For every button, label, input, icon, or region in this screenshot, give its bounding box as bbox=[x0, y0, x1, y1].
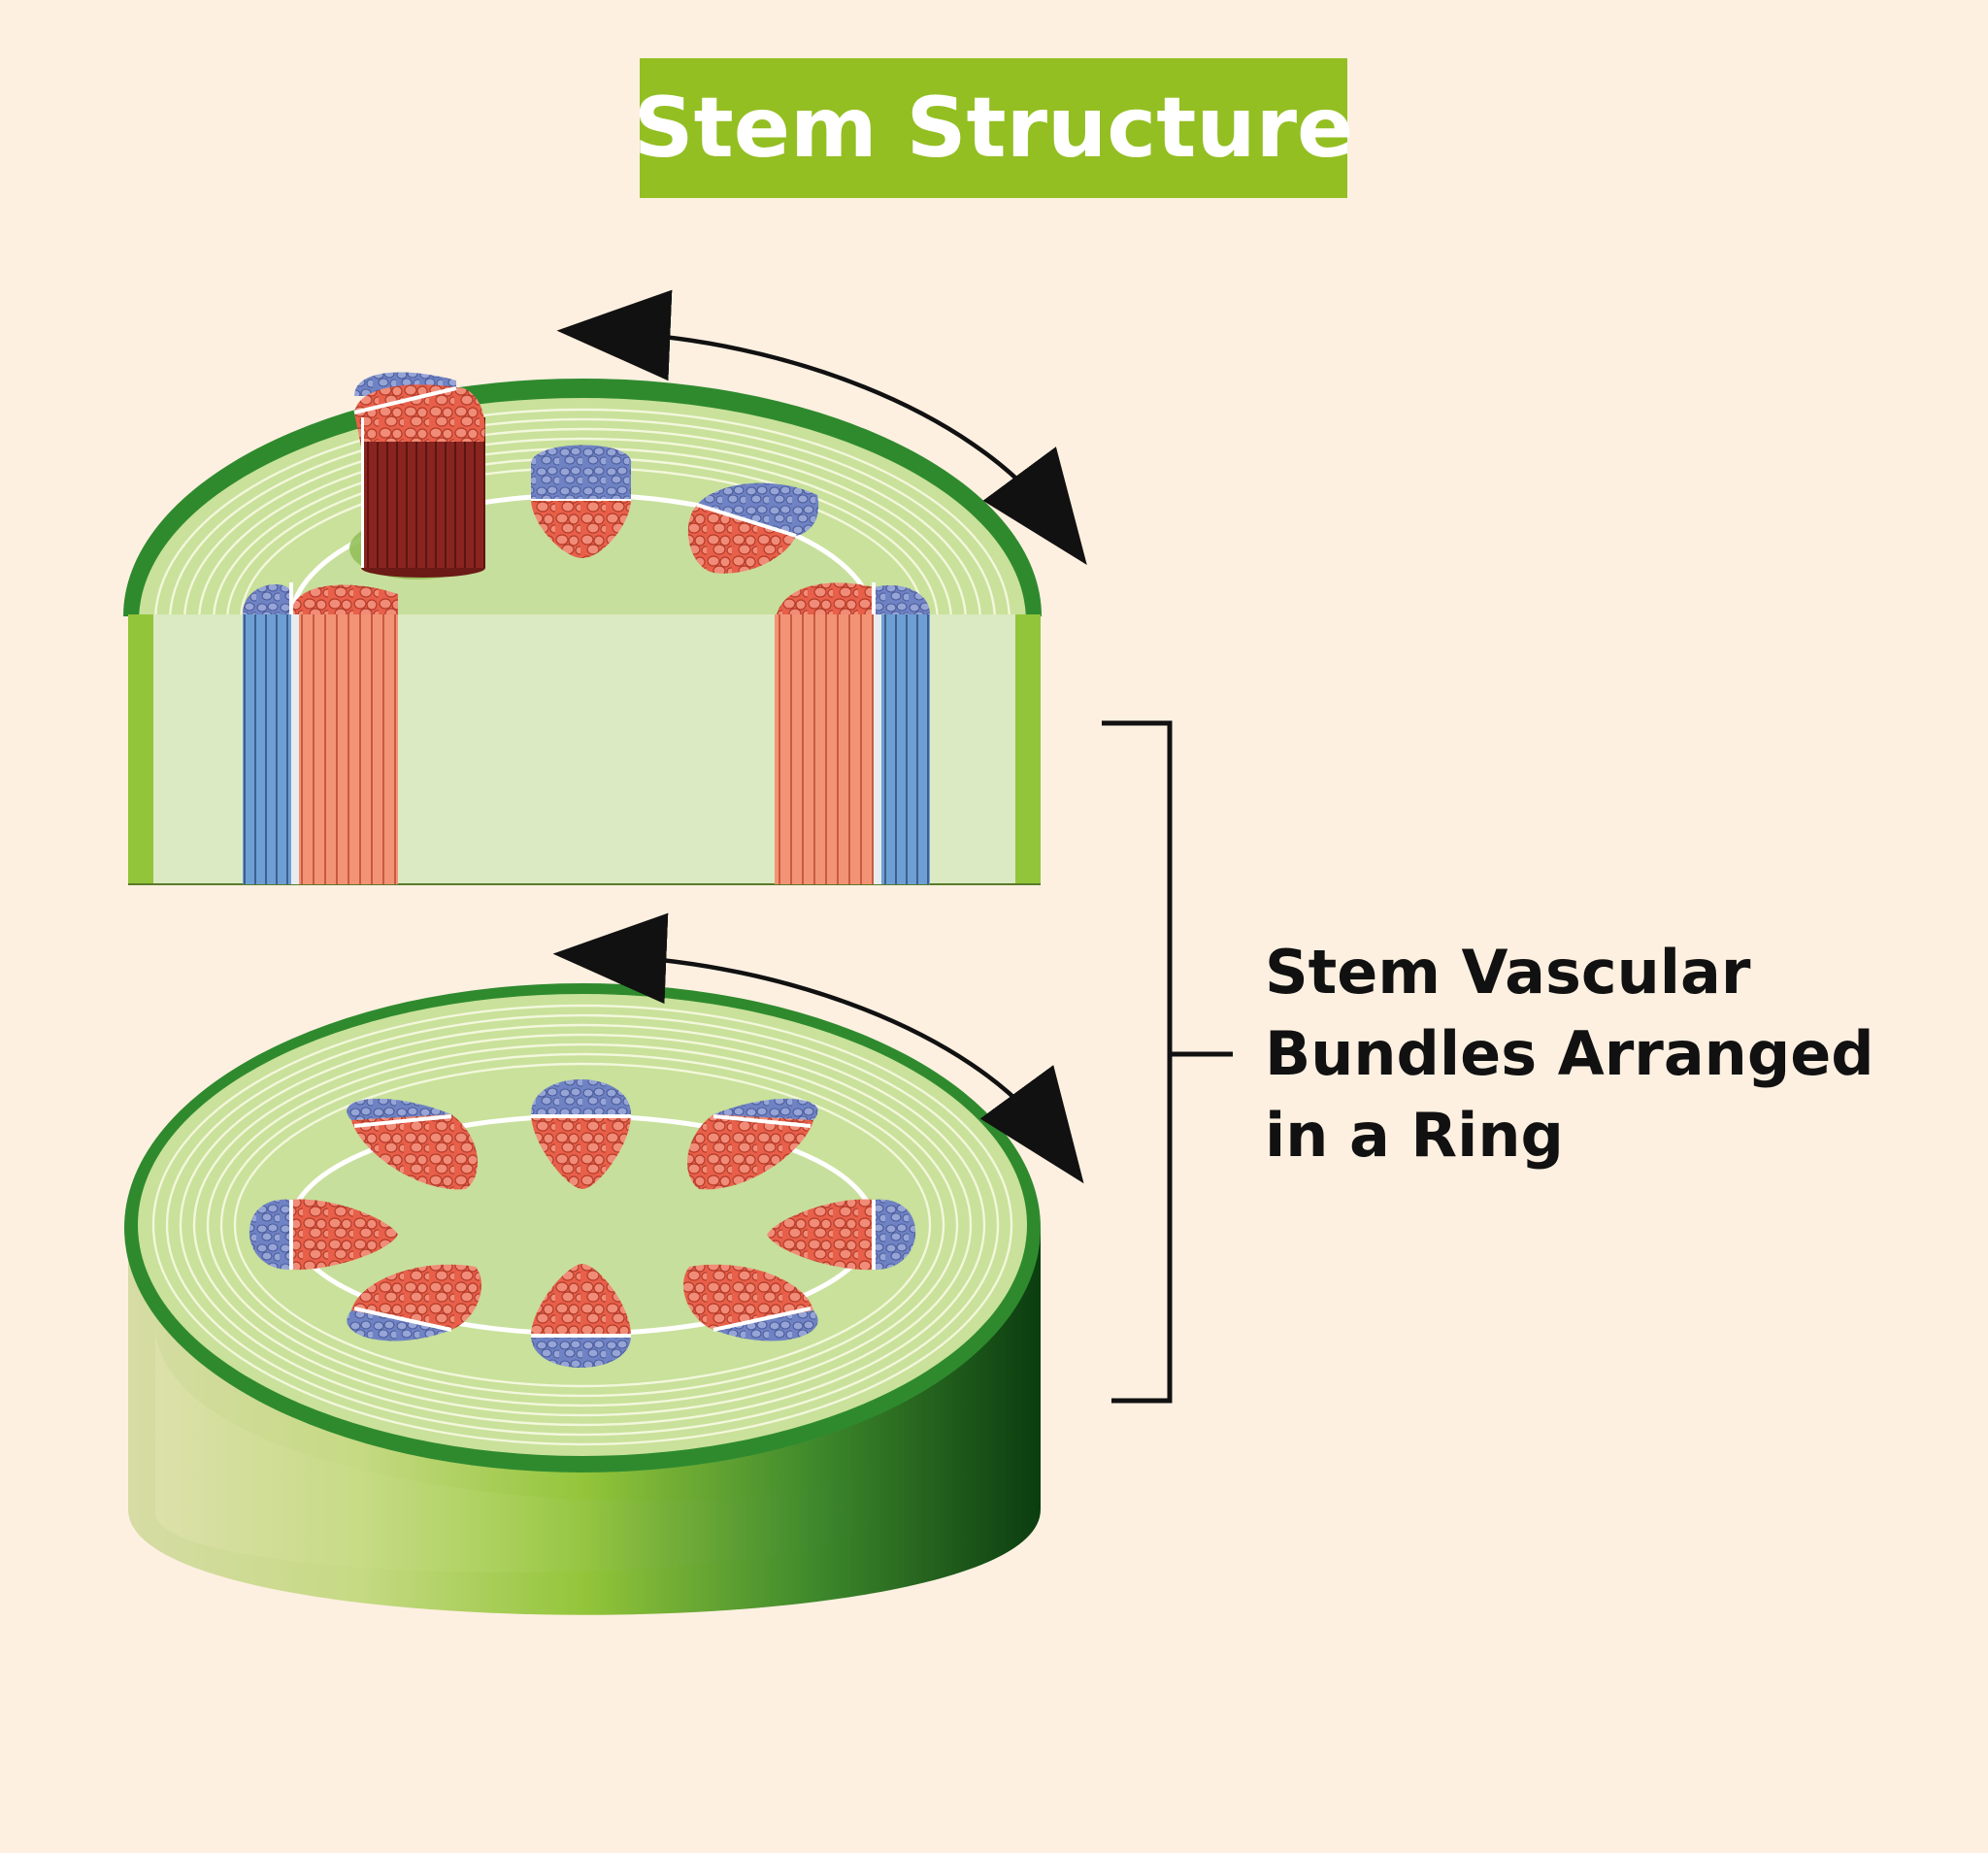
title-banner: Stem Structure bbox=[634, 58, 1353, 198]
half-stem-cross-section bbox=[123, 372, 1042, 885]
bracket-icon bbox=[1102, 720, 1233, 1404]
page-title: Stem Structure bbox=[633, 80, 1354, 177]
label-line-2: Bundles Arranged bbox=[1265, 1018, 1874, 1089]
full-stem-cylinder bbox=[124, 983, 1041, 1615]
vascular-bundle-label: Stem Vascular Bundles Arranged in a Ring bbox=[1265, 932, 1944, 1176]
label-line-1: Stem Vascular bbox=[1265, 937, 1751, 1008]
double-headed-curved-arrow-icon bbox=[556, 289, 1087, 566]
double-headed-curved-arrow-icon bbox=[552, 912, 1084, 1184]
label-line-3: in a Ring bbox=[1265, 1100, 1564, 1171]
